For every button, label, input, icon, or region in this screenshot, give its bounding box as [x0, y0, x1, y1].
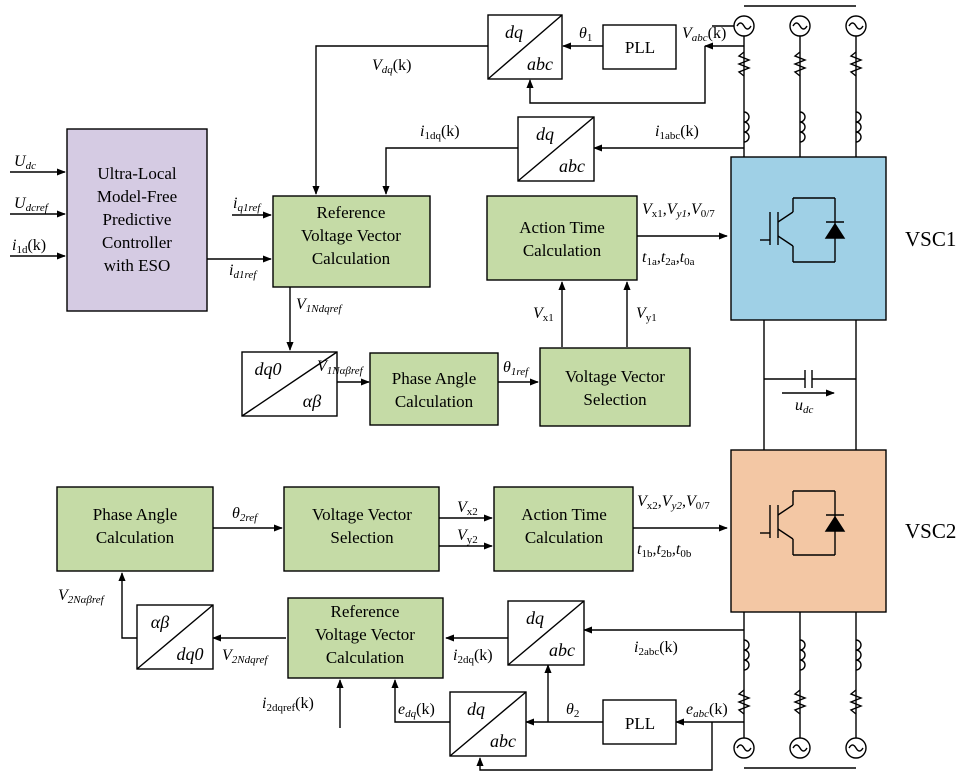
upper-pll-label: PLL [625, 38, 655, 57]
lower-ref-line-2: Voltage Vector [315, 625, 415, 644]
lower-select-line-2: Selection [330, 528, 394, 547]
upper-action-line-2: Calculation [523, 241, 602, 260]
controller-line-1: Ultra-Local [97, 164, 177, 183]
lower-phase-line-1: Phase Angle [93, 505, 178, 524]
controller-line-5: with ESO [104, 256, 171, 275]
theta2-label: θ2 [566, 701, 579, 720]
ac-sources-top [733, 15, 867, 37]
vy1-label: Vy1 [636, 305, 657, 324]
lower-pll-block [602, 699, 677, 745]
controller-line-4: Controller [102, 233, 172, 252]
vsc2-block [730, 449, 887, 613]
lower-action-line-1: Action Time [521, 505, 607, 524]
theta1-label: θ1 [579, 25, 592, 44]
lower-phase-block [56, 486, 214, 572]
upper-ref-line-3: Calculation [312, 249, 391, 268]
controller-line-2: Model-Free [97, 187, 177, 206]
lower-action-line-2: Calculation [525, 528, 604, 547]
upper-action-block [486, 195, 638, 281]
dq-label-4: dq [467, 699, 485, 719]
vdq-label: Vdq(k) [372, 57, 411, 76]
udc-dc-label: udc [795, 397, 814, 416]
controller-block [66, 128, 208, 312]
i2dq-label: i2dq(k) [453, 647, 493, 666]
v2ndqref-label: V2Ndqref [222, 647, 269, 666]
dq0-label-1: dq0 [255, 359, 282, 379]
abc-label-2: abc [559, 156, 585, 176]
ab-label-1: αβ [303, 391, 321, 411]
i2abc-label: i2abc(k) [634, 639, 678, 658]
wires [10, 5, 857, 771]
abc-label-1: abc [527, 54, 553, 74]
upper-select-line-2: Selection [583, 390, 647, 409]
v1nab-label: V1Nαβref [317, 358, 365, 377]
upper-select-line-1: Voltage Vector [565, 367, 665, 386]
lower-phase-line-2: Calculation [96, 528, 175, 547]
upper-ref-line-1: Reference [317, 203, 386, 222]
iq1ref-label: iq1ref [233, 195, 262, 214]
lower-pll-label: PLL [625, 714, 655, 733]
lower-ref-block [287, 597, 444, 679]
ac-sources-bottom [733, 737, 867, 759]
dq-label-1: dq [505, 22, 523, 42]
upper-action-line-1: Action Time [519, 218, 605, 237]
id1ref-label: id1ref [229, 262, 258, 281]
vsc1-block [730, 156, 887, 321]
udcref-label: Udcref [14, 195, 50, 214]
vsc1-time-label: t1a,t2a,t0a [642, 249, 695, 268]
i1dq-label: i1dq(k) [420, 123, 460, 142]
upper-pll-block [602, 24, 677, 70]
upper-phase-line-2: Calculation [395, 392, 474, 411]
vsc1-label: VSC1 [905, 227, 956, 251]
vsc2-label: VSC2 [905, 519, 956, 543]
vx1-label: Vx1 [533, 305, 554, 324]
lower-ref-line-3: Calculation [326, 648, 405, 667]
upper-ref-line-2: Voltage Vector [301, 226, 401, 245]
vsc1-vector-label: Vx1,Vy1,V0/7 [642, 201, 715, 220]
vabc-label: Vabc(k) [682, 25, 726, 44]
i1d-label: i1d(k) [12, 237, 46, 256]
theta2ref-label: θ2ref [232, 505, 259, 524]
abc-label-3: abc [549, 640, 575, 660]
eabc-label: eabc(k) [686, 701, 728, 720]
lower-select-line-1: Voltage Vector [312, 505, 412, 524]
igbt-icon [760, 197, 846, 263]
dq-label-2: dq [536, 124, 554, 144]
i1abc-label: i1abc(k) [655, 123, 699, 142]
igbt-icon-2 [760, 490, 846, 556]
upper-phase-block [369, 352, 499, 426]
controller-line-3: Predictive [103, 210, 172, 229]
upper-phase-line-1: Phase Angle [392, 369, 477, 388]
vx2-label: Vx2 [457, 499, 478, 518]
vsc2-vector-label: Vx2,Vy2,V0/7 [637, 493, 710, 512]
vy2-label: Vy2 [457, 527, 478, 546]
lower-ref-line-1: Reference [331, 602, 400, 621]
ab-label-2: αβ [151, 612, 169, 632]
upper-ref-block [272, 195, 431, 288]
v1ndqref-label: V1Ndqref [296, 296, 343, 315]
upper-select-block [539, 347, 691, 427]
v2nab-label: V2Nαβref [58, 587, 106, 606]
filters [737, 51, 863, 715]
abc-label-4: abc [490, 731, 516, 751]
lower-select-block [283, 486, 440, 572]
edq-label: edq(k) [398, 701, 435, 720]
vsc2-time-label: t1b,t2b,t0b [637, 541, 692, 560]
i2dqref-label: i2dqref(k) [262, 695, 314, 714]
theta1ref-label: θ1ref [503, 359, 530, 378]
lower-action-block [493, 486, 634, 572]
dq0-label-2: dq0 [177, 644, 204, 664]
dq-label-3: dq [526, 608, 544, 628]
udc-label: Udc [14, 153, 36, 172]
